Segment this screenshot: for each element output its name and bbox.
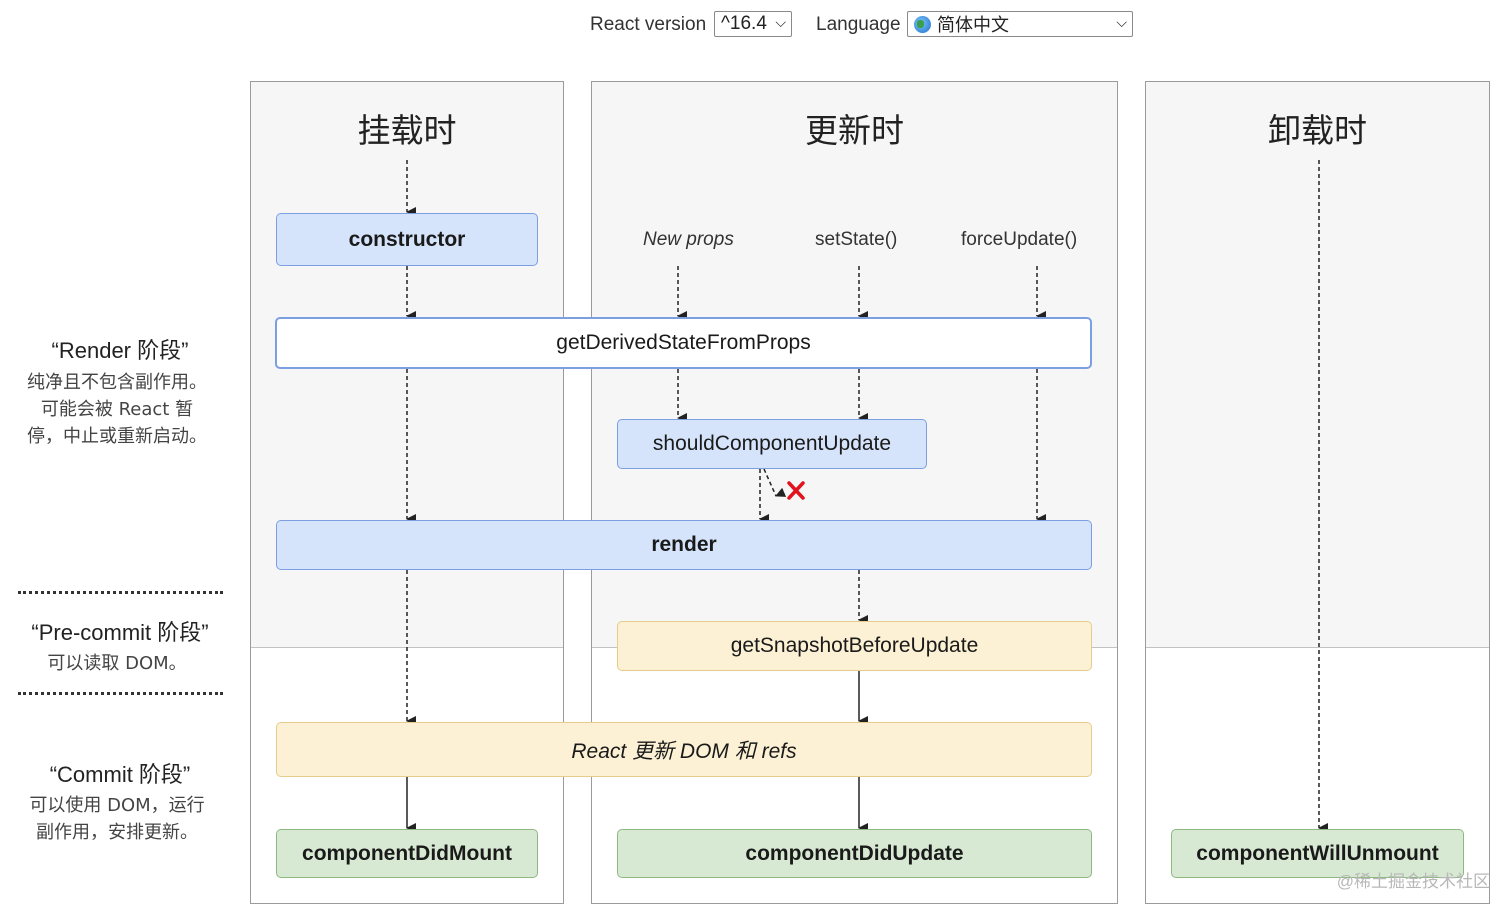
react-version-select[interactable]: ^16.4 ⌵ [714, 11, 792, 37]
precommit-phase-desc: 可以读取 DOM。 [47, 653, 187, 674]
precommit-phase-title: “Pre-commit 阶段” [31, 620, 209, 645]
phase-divider-bottom [18, 692, 223, 695]
watermark: @稀土掘金技术社区 [1336, 872, 1490, 891]
mount-column-title: 挂载时 [357, 111, 457, 150]
render-phase-desc: 纯净且不包含副作用。 可能会被 React 暂 停，中止或重新启动。 [27, 372, 207, 447]
language-select[interactable]: 简体中文 ⌵ [907, 11, 1133, 37]
react-version-value: ^16.4 [721, 13, 767, 34]
commit-phase-desc: 可以使用 DOM，运行 副作用，安排更新。 [29, 795, 205, 843]
update-column-title: 更新时 [805, 111, 904, 150]
commit-phase-title: “Commit 阶段” [49, 762, 191, 787]
globe-icon [914, 15, 931, 33]
chevron-down-icon: ⌵ [1116, 14, 1127, 30]
language-value: 简体中文 [937, 15, 1009, 36]
component-did-update-box: componentDidUpdate [617, 829, 1092, 878]
get-snapshot-before-update-box: getSnapshotBeforeUpdate [617, 621, 1092, 671]
render-phase-title: “Render 阶段” [51, 338, 189, 363]
trigger-new-props: New props [643, 229, 734, 250]
unmount-column-title: 卸载时 [1268, 111, 1367, 150]
render-box: render [276, 520, 1092, 570]
get-derived-state-from-props-box: getDerivedStateFromProps [275, 317, 1092, 369]
should-component-update-box: shouldComponentUpdate [617, 419, 927, 469]
language-label: Language [816, 14, 901, 35]
component-will-unmount-box: componentWillUnmount [1171, 829, 1464, 878]
phase-divider-top [18, 591, 223, 594]
unmount-column: 卸载时 [1145, 81, 1490, 904]
constructor-box: constructor [276, 213, 538, 266]
trigger-force-update: forceUpdate() [961, 229, 1078, 250]
react-version-label: React version [590, 14, 707, 35]
arrow-scu-false [763, 468, 787, 497]
chevron-down-icon: ⌵ [775, 14, 786, 30]
component-did-mount-box: componentDidMount [276, 829, 538, 878]
react-updates-dom-box: React 更新 DOM 和 refs [276, 722, 1092, 777]
cross-icon [787, 481, 805, 500]
trigger-set-state: setState() [815, 229, 898, 250]
